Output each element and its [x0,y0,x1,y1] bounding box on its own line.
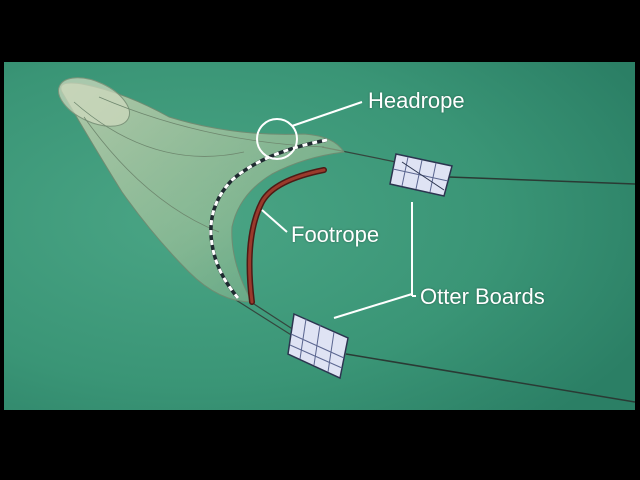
warp-line-upper [448,176,635,185]
otter-boards-leader-diagonal [333,293,413,319]
trawl-net-body [60,82,345,303]
footrope-label: Footrope [291,222,380,247]
trawl-diagram-scene: Headrope Footrope Otter Boards [4,62,635,410]
footrope-leader-line [261,209,288,233]
otter-board-lower [287,312,349,380]
cod-end [58,77,130,127]
headrope-line [209,138,328,300]
net-seam [98,96,325,148]
footrope-highlight [248,168,326,304]
warp-line-lower [345,353,635,403]
headrope-highlight-circle [256,118,298,160]
net-seam [73,101,245,157]
bridle-lower-a [253,303,295,331]
headrope-label: Headrope [368,88,465,113]
trawl-net-illustration [4,62,635,410]
otter-boards-label: Otter Boards [420,284,545,309]
headrope-leader-line [291,101,363,127]
net-seam [83,116,220,233]
otter-board-upper [389,153,453,197]
bridle-lower-b [235,299,297,339]
